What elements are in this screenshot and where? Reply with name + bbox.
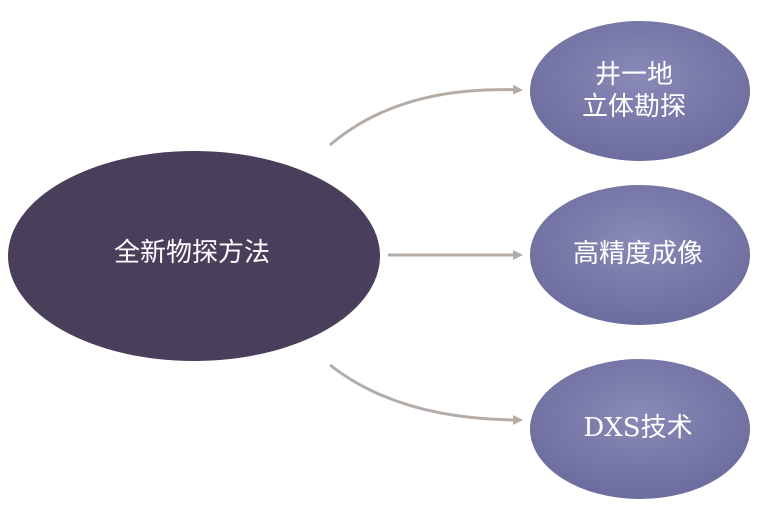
- center-node: 全新物探方法: [8, 151, 380, 361]
- arrow-to-top-node: [329, 84, 523, 147]
- center-node-shape: [8, 151, 380, 361]
- branch-node-3-label: DXS技术: [583, 413, 692, 443]
- branch-node-3-shape: [530, 359, 750, 499]
- arrow-to-bottom-node: [329, 363, 523, 425]
- branch-node-2-shape: [530, 185, 750, 325]
- branch-node-1-label-line1: 井一地: [595, 60, 673, 90]
- center-node-label: 全新物探方法: [114, 238, 270, 268]
- branch-node-1-label-line2: 立体勘探: [582, 92, 686, 122]
- branch-node-high-precision-imaging: 高精度成像: [530, 185, 750, 325]
- branch-node-2-label: 高精度成像: [573, 239, 703, 269]
- branch-node-stereo-exploration: 井一地 立体勘探: [530, 21, 750, 161]
- branch-node-1-shape: [530, 21, 750, 161]
- branch-node-dxs-technology: DXS技术: [530, 359, 750, 499]
